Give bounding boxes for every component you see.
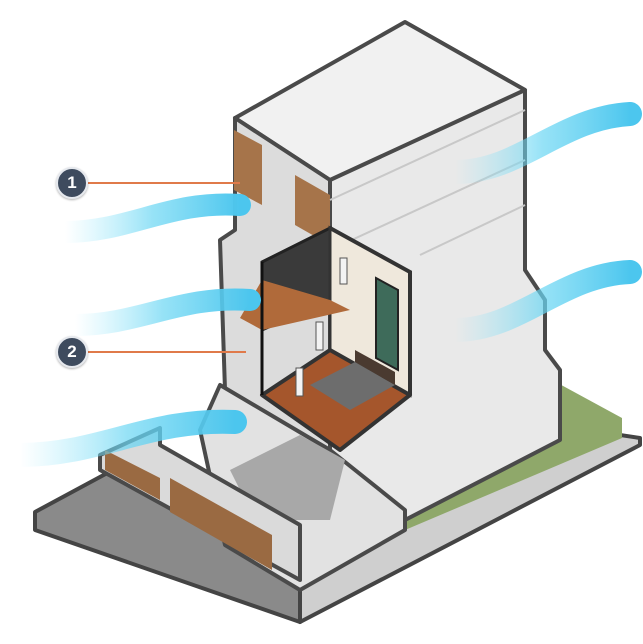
callout-marker-1: 1 <box>56 167 88 199</box>
callout-number: 1 <box>67 173 77 192</box>
airflow-arrow-lower-left <box>8 409 247 467</box>
airflow-arrows <box>8 102 642 467</box>
wood-panel-top <box>234 130 262 205</box>
airflow-arrow-upper-right <box>443 102 642 184</box>
person-figure-2 <box>315 321 324 351</box>
carport-slab <box>230 435 345 520</box>
art-panel <box>375 276 399 372</box>
callout-number: 2 <box>67 342 77 361</box>
wooden-gate <box>170 478 272 570</box>
person-figure-1 <box>295 367 304 397</box>
bed <box>310 362 395 410</box>
bed-headboard <box>355 350 395 385</box>
wooden-fence <box>105 450 160 500</box>
callout-marker-2: 2 <box>56 336 88 368</box>
person-figure-3 <box>339 257 348 285</box>
airflow-arrow-mid-left <box>64 288 261 336</box>
airflow-arrow-upper-left <box>54 193 251 243</box>
upper-wood-floor <box>240 280 350 330</box>
airflow-arrow-lower-right <box>443 260 642 342</box>
wood-panel-mid <box>295 175 330 245</box>
